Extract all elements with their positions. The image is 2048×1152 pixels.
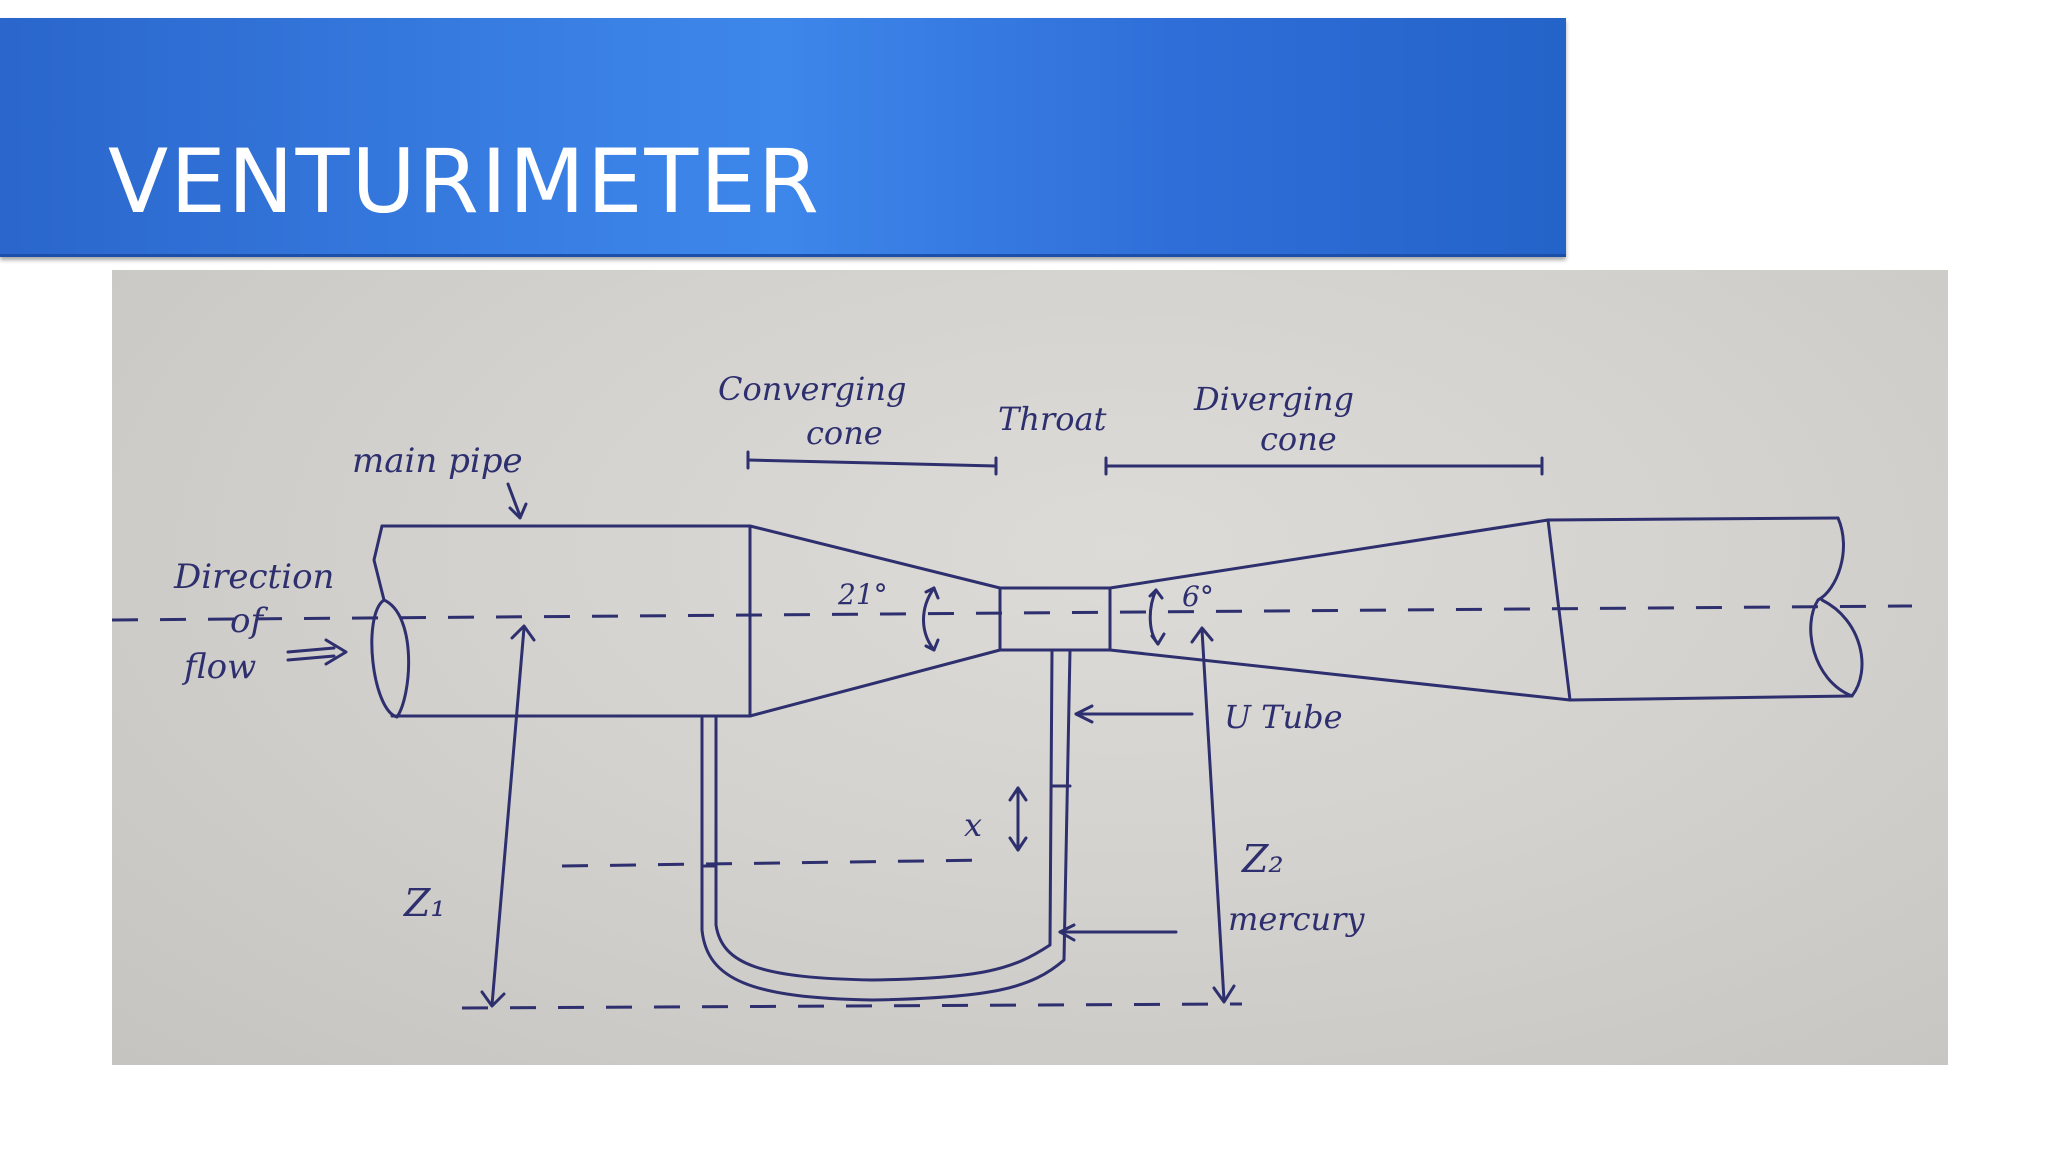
diverging-cone-top: [1108, 518, 1550, 590]
outlet-pipe-end: [1809, 516, 1864, 698]
angle-converging-arrow-bottom: [924, 638, 940, 652]
angle-converging-marker: [922, 586, 936, 652]
converging-dimension-line: [746, 458, 998, 468]
mercury-pointer-arrow: [1058, 923, 1076, 942]
diverging-cone-bottom: [1108, 648, 1572, 702]
slide-title: VENTURIMETER: [108, 130, 821, 233]
label-converging: Converging: [718, 370, 906, 408]
z1-arrow-head-up: [510, 624, 536, 642]
converging-cone-bottom: [748, 648, 1002, 718]
u-tube-pointer-arrow: [1074, 704, 1094, 724]
venturimeter-drawing: main pipe Direction of flow Converging c…: [112, 370, 1913, 1010]
label-u-tube: U Tube: [1224, 698, 1343, 736]
label-z1: Z₁: [403, 881, 446, 925]
label-flow: flow: [181, 647, 256, 687]
centerline: [112, 604, 1913, 622]
main-pipe-arrow-head: [508, 502, 528, 520]
pipe-inlet-ellipse: [370, 598, 411, 719]
bottom-datum-line: [461, 1002, 1243, 1010]
outlet-pipe-bottom: [1568, 694, 1854, 702]
z1-arrow: [490, 626, 526, 1007]
throat-box: [998, 586, 1112, 652]
label-converging-cone: cone: [806, 414, 883, 452]
mercury-datum-line: [561, 858, 993, 868]
diagram-photo: main pipe Direction of flow Converging c…: [112, 270, 1948, 1065]
label-angle-diverging: 6°: [1182, 580, 1214, 613]
z2-arrow-head-up: [1190, 626, 1214, 644]
z1-arrow-head-down: [480, 990, 506, 1008]
label-direction: Direction: [173, 557, 334, 597]
z2-arrow: [1200, 628, 1226, 1002]
flow-arrow-head: [324, 638, 348, 666]
label-angle-converging: 21°: [837, 578, 888, 611]
label-diverging: Diverging: [1193, 380, 1354, 418]
u-tube-inner: [714, 648, 1054, 982]
main-pipe-arrow: [506, 482, 522, 518]
x-arrow-head-up: [1008, 786, 1028, 802]
label-diverging-cone: cone: [1260, 420, 1337, 458]
angle-diverging-arrow-top: [1148, 588, 1164, 600]
label-z2: Z₂: [1241, 837, 1284, 881]
flow-arrow: [286, 646, 336, 662]
label-throat: Throat: [998, 400, 1107, 438]
z2-arrow-head-down: [1212, 984, 1236, 1004]
title-banner: VENTURIMETER: [0, 18, 1566, 257]
angle-diverging-arrow-bottom: [1150, 632, 1166, 646]
label-of: of: [230, 601, 268, 641]
label-main-pipe: main pipe: [352, 441, 523, 481]
pipe-inlet-edge: [372, 524, 386, 602]
label-x: x: [964, 806, 982, 844]
u-tube-outer: [700, 648, 1072, 1002]
angle-converging-arrow-top: [924, 586, 940, 600]
outlet-pipe-top: [1546, 516, 1840, 522]
label-mercury: mercury: [1228, 900, 1365, 938]
x-arrow-head-down: [1008, 836, 1028, 852]
converging-cone-top: [748, 524, 1002, 590]
